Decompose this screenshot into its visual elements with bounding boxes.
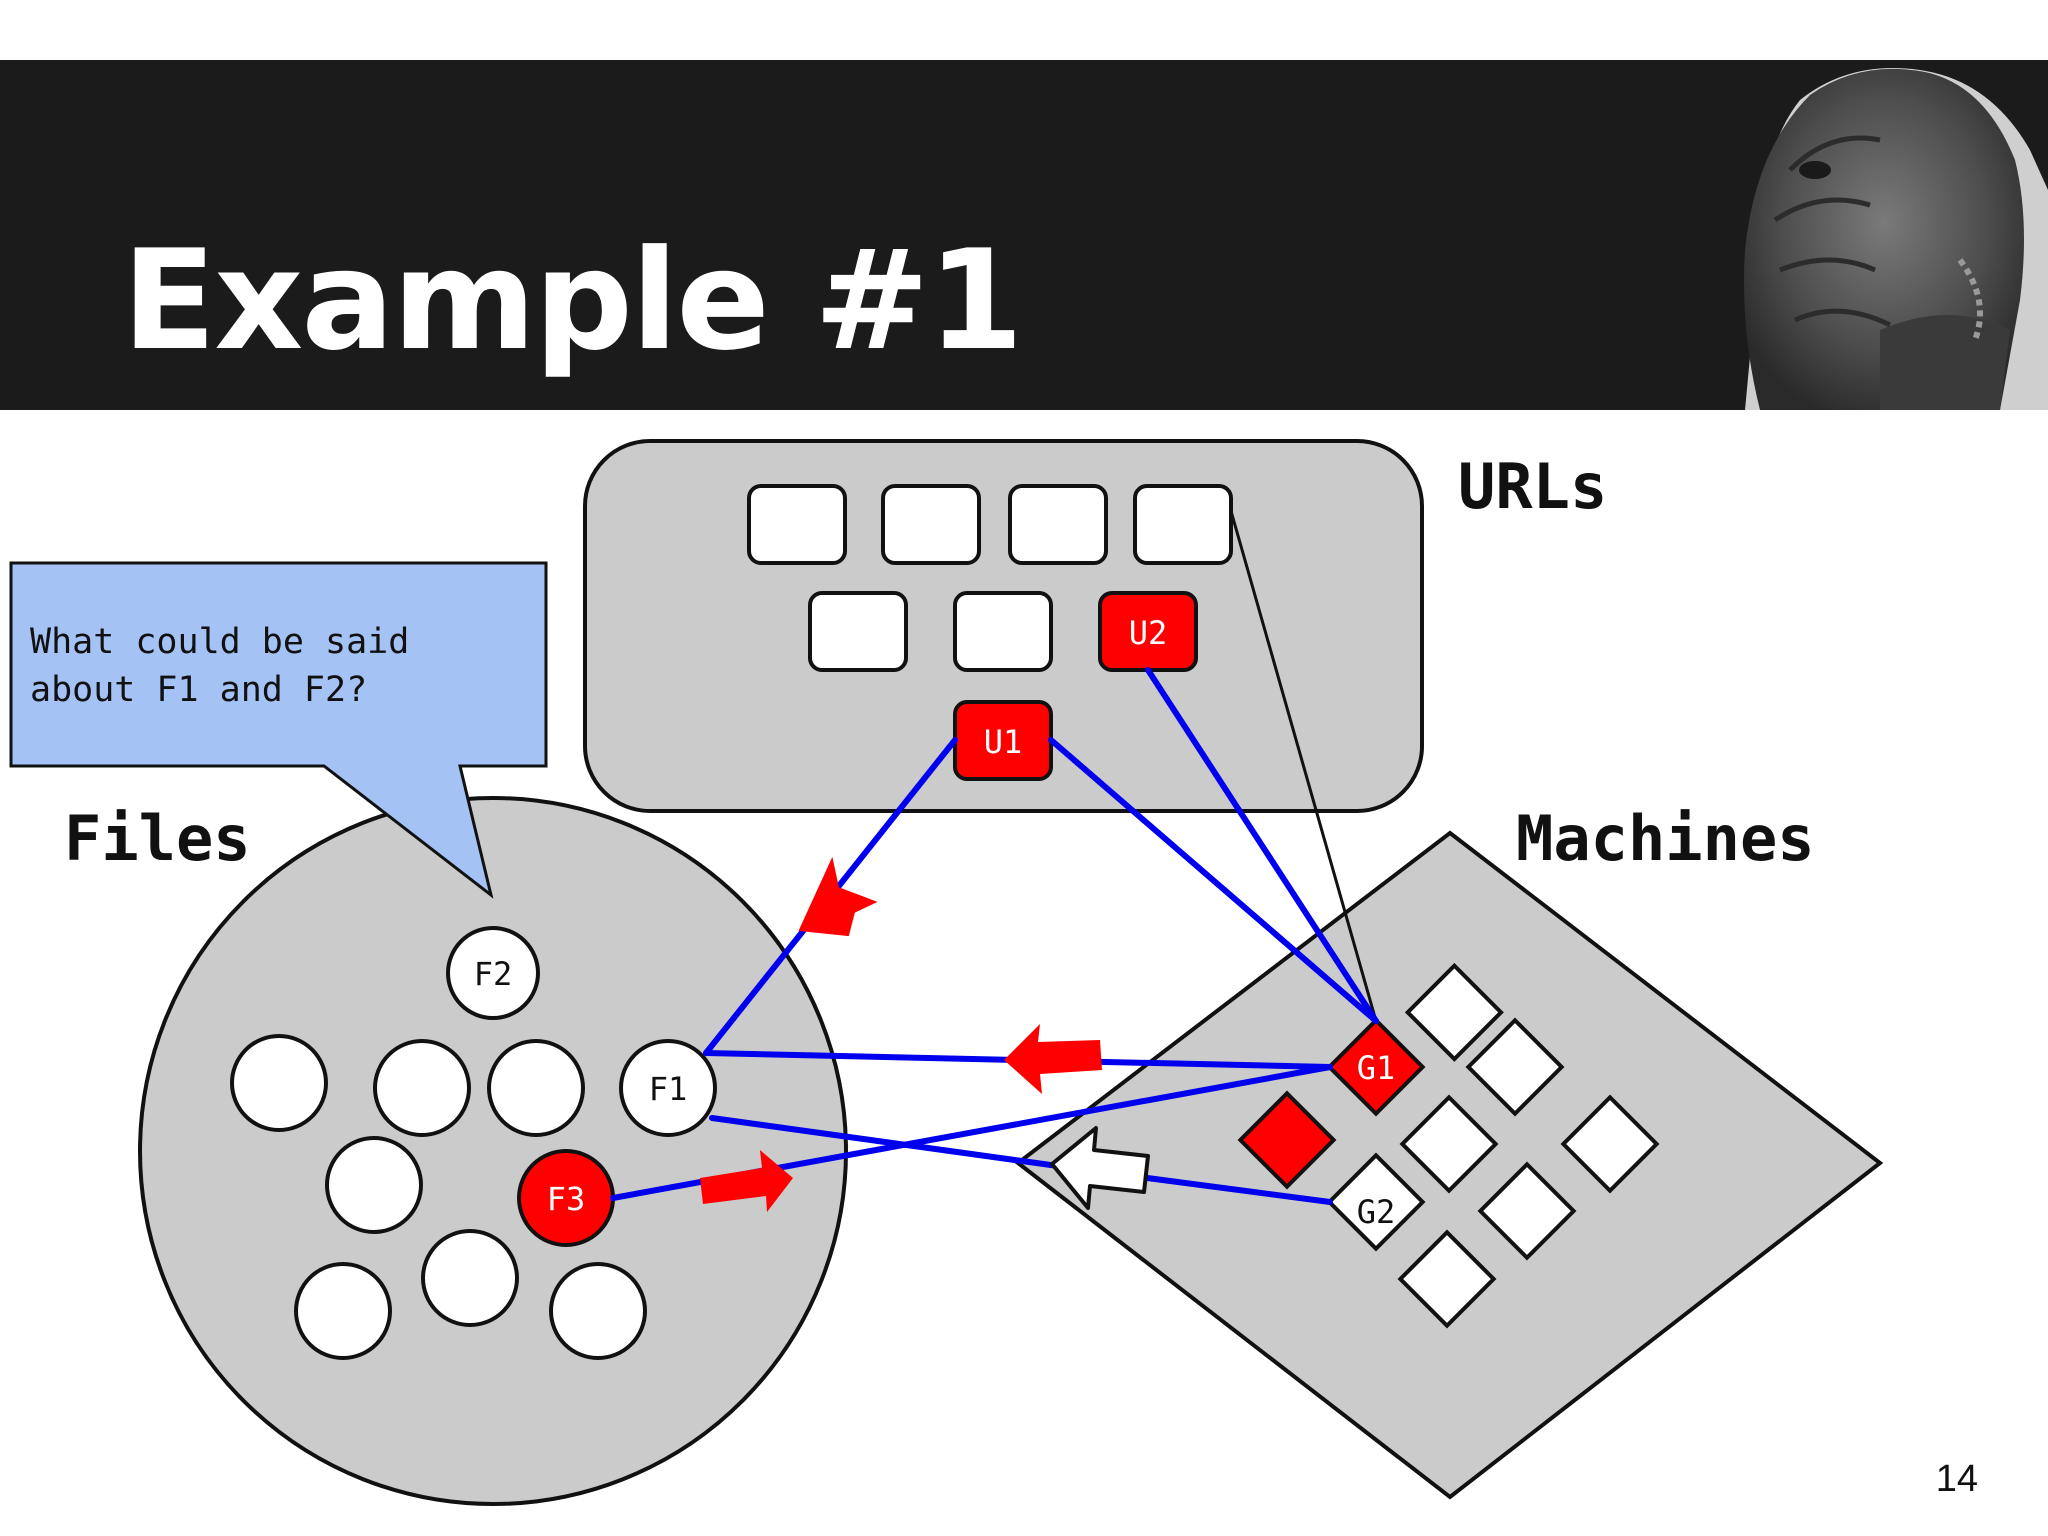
red-arrow-icon xyxy=(798,856,878,937)
page-number: 14 xyxy=(1935,1458,1978,1500)
machine-node xyxy=(1465,1017,1565,1117)
url-node xyxy=(881,484,981,565)
node-label-f2: F2 xyxy=(474,955,513,993)
machine-node xyxy=(1399,1094,1499,1194)
title-bar xyxy=(0,60,2048,410)
urls-label: URLs xyxy=(1458,450,1608,523)
slide-title: Example #1 xyxy=(122,220,1024,381)
machine-node-red xyxy=(1237,1090,1337,1190)
machine-node xyxy=(1404,962,1504,1062)
callout-line-2: about F1 and F2? xyxy=(30,670,368,710)
file-node xyxy=(325,1136,423,1234)
file-node xyxy=(487,1039,585,1137)
files-panel xyxy=(138,796,848,1506)
callout-text: What could be said about F1 and F2? xyxy=(30,618,530,714)
file-node-f2 xyxy=(446,926,540,1020)
file-node xyxy=(230,1034,328,1132)
file-node xyxy=(421,1229,519,1327)
node-label-g1: G1 xyxy=(1357,1049,1396,1087)
file-node xyxy=(549,1262,647,1360)
machine-node-g1 xyxy=(1326,1017,1426,1117)
url-node xyxy=(1133,484,1233,565)
url-node xyxy=(953,591,1053,672)
machine-node xyxy=(1477,1161,1577,1261)
url-node xyxy=(808,591,908,672)
machine-node-g2 xyxy=(1326,1152,1426,1252)
node-label-g2: G2 xyxy=(1357,1193,1396,1231)
edge-u1-g1 xyxy=(1048,737,1379,1024)
red-arrow-icon xyxy=(1004,1024,1102,1094)
white-arrow-icon xyxy=(1050,1126,1150,1210)
red-arrow-icon xyxy=(700,1150,793,1212)
edge-u2-g1 xyxy=(1145,667,1379,1024)
node-label-f1: F1 xyxy=(649,1070,688,1108)
node-label-f3: F3 xyxy=(547,1180,586,1218)
machines-label: Machines xyxy=(1516,802,1815,875)
files-label: Files xyxy=(64,802,251,875)
callout-bubble xyxy=(9,561,548,899)
machine-node xyxy=(1397,1229,1497,1329)
node-label-u1: U1 xyxy=(984,723,1023,761)
file-node xyxy=(294,1262,392,1360)
edge-f1-machines xyxy=(709,1115,1061,1169)
file-node xyxy=(373,1039,471,1137)
edge-g2-arrow xyxy=(1129,1173,1333,1205)
url-node xyxy=(747,484,847,565)
url-node xyxy=(1008,484,1108,565)
dog-photo xyxy=(1744,68,2048,411)
node-label-u2: U2 xyxy=(1129,614,1168,652)
file-node-f1 xyxy=(619,1039,717,1137)
machine-node xyxy=(1560,1094,1660,1194)
callout-line-1: What could be said xyxy=(30,622,410,662)
url-machine-connector xyxy=(1229,510,1378,1022)
